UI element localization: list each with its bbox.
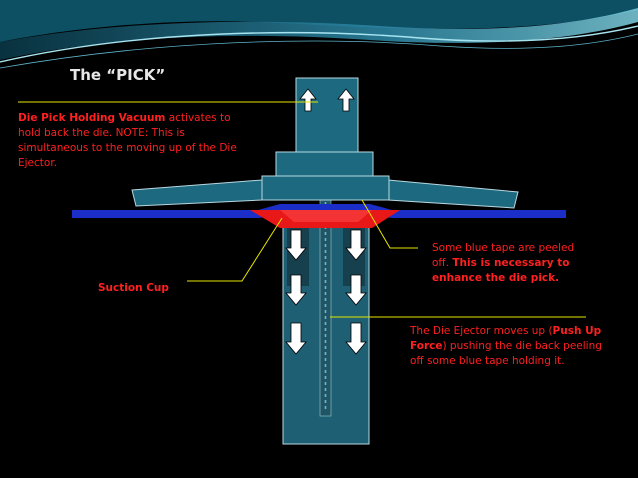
slide-title: The “PICK” (70, 66, 166, 84)
ejector-annotation-text1: The Die Ejector moves up ( (410, 325, 553, 337)
pick-head-wings (131, 179, 519, 209)
suction-cup-label-text: Suction Cup (98, 282, 169, 294)
collet-holder (275, 151, 374, 177)
tape-annotation-text: Some blue tape are peeled off. (432, 242, 575, 269)
tape-annotation: Some blue tape are peeled off. This is n… (432, 241, 592, 286)
header-swoosh (0, 0, 638, 69)
suction-cup-label: Suction Cup (98, 281, 169, 296)
ejector-annotation-bold: Push Up Force (410, 325, 602, 352)
tape-annotation-bold: This is necessary to enhance the die pic… (432, 257, 570, 284)
suction-cup-body (261, 175, 390, 201)
pick-shaft (295, 77, 359, 153)
vacuum-annotation-bold: Die Pick Holding Vacuum (18, 112, 166, 124)
vacuum-annotation: Die Pick Holding Vacuum activates to hol… (18, 111, 254, 171)
arrow-down-icon (285, 229, 367, 355)
callout-lines (18, 101, 586, 318)
ejector-annotation-text2: ) pushing the die back peeling off some … (410, 340, 602, 367)
ejector-pin (319, 197, 332, 417)
vacuum-annotation-text: activates to hold back the die. NOTE: Th… (18, 112, 237, 169)
arrow-up-icon (299, 88, 355, 112)
ejector-annotation: The Die Ejector moves up (Push Up Force)… (410, 324, 615, 369)
